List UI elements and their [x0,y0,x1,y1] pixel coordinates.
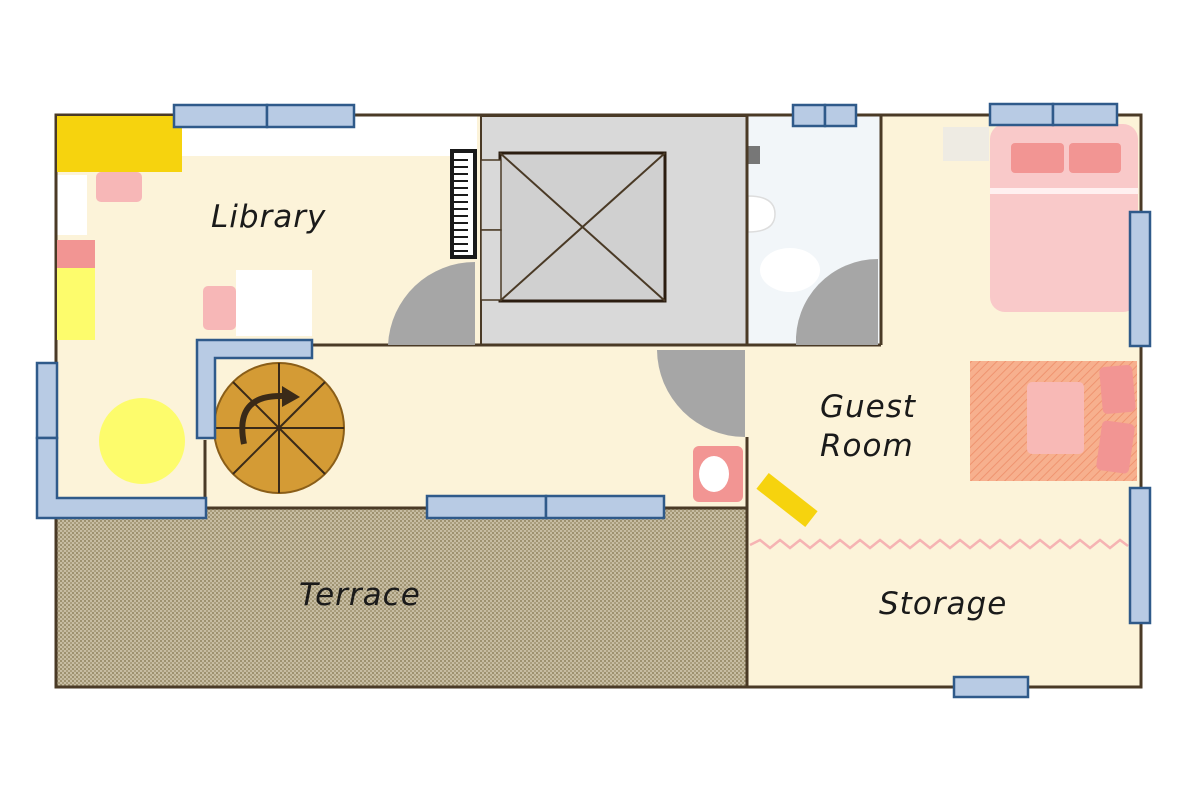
pink-chair [203,286,236,330]
white-desk [236,270,312,336]
bath-fixture [748,146,760,164]
yellow-shelf [57,268,95,340]
window-inner-corner [195,338,314,440]
room-label-terrace: Terrace [299,577,421,613]
window-terrace-1 [425,494,548,520]
window-top-bath-2 [823,103,858,128]
window-top-library-1 [172,103,269,129]
yellow-cabinet [57,116,182,172]
red-block [57,240,95,268]
elevator-rail-bottom [480,229,502,301]
window-left-upper [35,361,59,440]
window-right-1 [1128,210,1152,348]
bed-icon [990,124,1138,312]
cushion-top [1099,365,1136,414]
small-nightstand [943,127,989,161]
room-label-guest: Guest [820,389,917,425]
cushion-bottom [1096,420,1135,474]
pink-stool [96,172,142,202]
elevator-cross-2 [499,152,666,302]
window-terrace-2 [544,494,666,520]
window-left-corner [35,436,208,520]
door-bathroom[interactable] [795,258,878,345]
piano-icon [450,149,477,259]
yellow-lamp [99,398,185,484]
door-hall[interactable] [657,350,745,437]
window-right-2 [1128,486,1152,625]
door-library[interactable] [388,261,475,345]
window-top-guest-1 [988,102,1055,127]
room-label-library: Library [211,199,326,235]
curtain-zigzag [749,538,1129,550]
yellow-board [756,473,818,527]
sink-icon [760,248,820,292]
room-label-room: Room [820,428,914,464]
elevator-rail-top [480,159,502,231]
windows [35,102,1152,699]
room-label-storage: Storage [879,586,1007,622]
library-nook-strip [57,175,87,235]
window-top-library-2 [265,103,356,129]
window-top-guest-2 [1051,102,1119,127]
terrace-floor [57,508,747,686]
toilet-icon [747,195,776,233]
window-bottom-storage [952,675,1030,699]
spiral-stair-icon [213,362,345,494]
washer-drum [699,456,729,492]
ottoman [1027,382,1084,454]
window-top-bath-1 [791,103,827,128]
